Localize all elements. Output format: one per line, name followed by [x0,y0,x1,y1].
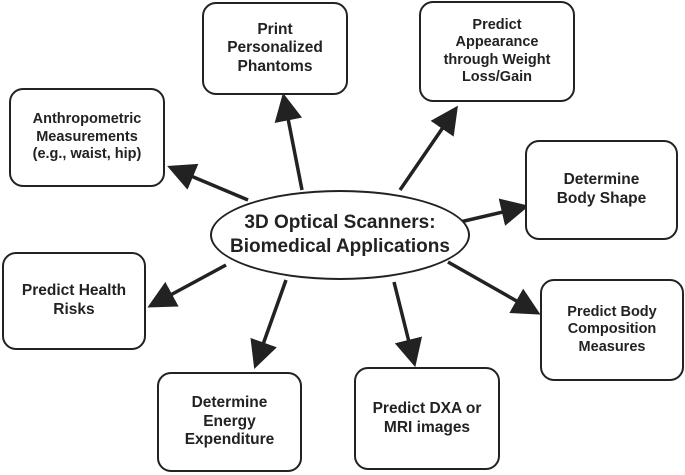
node-label: Anthropometric Measurements (e.g., waist… [32,111,142,163]
node-label: Predict Body Composition Measures [567,303,657,355]
node-predict-appearance: Predict Appearance through Weight Loss/G… [419,1,575,102]
node-label: Predict DXA or MRI images [372,399,482,436]
central-label: 3D Optical Scanners: Biomedical Applicat… [230,212,450,257]
node-health-risks: Predict Health Risks [2,252,146,350]
arrow-to-health-risks [147,263,227,308]
node-label: Determine Energy Expenditure [184,394,275,449]
node-label: Predict Appearance through Weight Loss/G… [443,16,551,85]
arrow-to-body-composition [447,260,541,315]
arrow-to-body-shape [459,198,530,226]
node-body-composition: Predict Body Composition Measures [540,279,684,381]
node-label: Predict Health Risks [21,282,127,318]
arrow-to-dxa-mri [392,281,423,368]
arrow-to-predict-appearance [398,105,458,191]
node-print-phantoms: Print Personalized Phantoms [202,2,348,95]
node-anthropometric: Anthropometric Measurements (e.g., waist… [9,88,165,187]
central-ellipse: 3D Optical Scanners: Biomedical Applicat… [210,190,470,280]
node-body-shape: Determine Body Shape [525,140,678,240]
node-label: Print Personalized Phantoms [227,20,323,75]
node-energy-expenditure: Determine Energy Expenditure [157,372,302,472]
arrow-to-energy-expenditure [250,279,288,369]
node-label: Determine Body Shape [556,171,647,207]
arrow-to-print-phantoms [274,92,304,191]
arrow-to-anthropometric [167,163,249,202]
node-dxa-mri: Predict DXA or MRI images [354,367,500,470]
